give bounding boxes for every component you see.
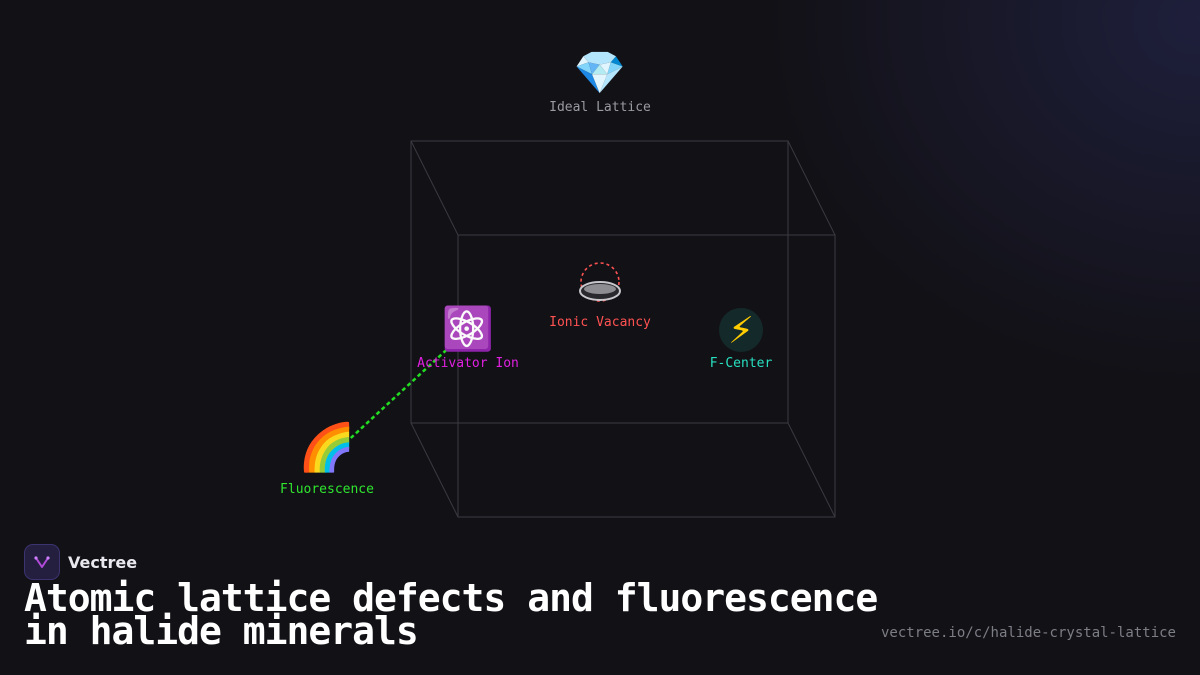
cube-edge xyxy=(410,422,459,518)
cube-edge xyxy=(787,140,836,236)
node-label: F-Center xyxy=(709,356,773,371)
rainbow-icon: 🌈 xyxy=(298,420,356,474)
lightning-icon: ⚡ xyxy=(728,304,754,353)
node-label: Activator Ion xyxy=(417,356,519,371)
node-ideal-lattice: 💎 Ideal Lattice xyxy=(549,48,651,116)
node-ionic-vacancy: Ionic Vacancy xyxy=(549,315,651,330)
brand[interactable]: Vectree xyxy=(24,544,137,580)
cube-back-face xyxy=(410,140,789,424)
node-label: Ideal Lattice xyxy=(549,100,651,115)
lattice-cube xyxy=(410,140,836,518)
node-f-center: ⚡ F-Center xyxy=(709,304,773,372)
page-title: Atomic lattice defects and fluorescence … xyxy=(24,576,878,653)
atom-icon: ⚛️ xyxy=(441,304,495,353)
cube-edge xyxy=(410,140,459,236)
node-label: Fluorescence xyxy=(280,482,374,497)
node-activator-ion: ⚛️ Activator Ion xyxy=(417,304,519,372)
node-label: Ionic Vacancy xyxy=(549,315,651,330)
edge-activator-to-fluorescence xyxy=(340,330,468,448)
cube-front-face xyxy=(457,234,836,518)
source-url[interactable]: vectree.io/c/halide-crystal-lattice xyxy=(880,625,1176,641)
gem-icon: 💎 xyxy=(573,48,627,97)
cube-edge xyxy=(787,422,836,518)
vacancy-ring-icon xyxy=(579,262,621,302)
vectree-logo-icon xyxy=(24,544,60,580)
brand-name: Vectree xyxy=(68,552,138,572)
node-fluorescence: 🌈 Fluorescence xyxy=(280,424,374,497)
f-center-glow xyxy=(719,308,763,352)
